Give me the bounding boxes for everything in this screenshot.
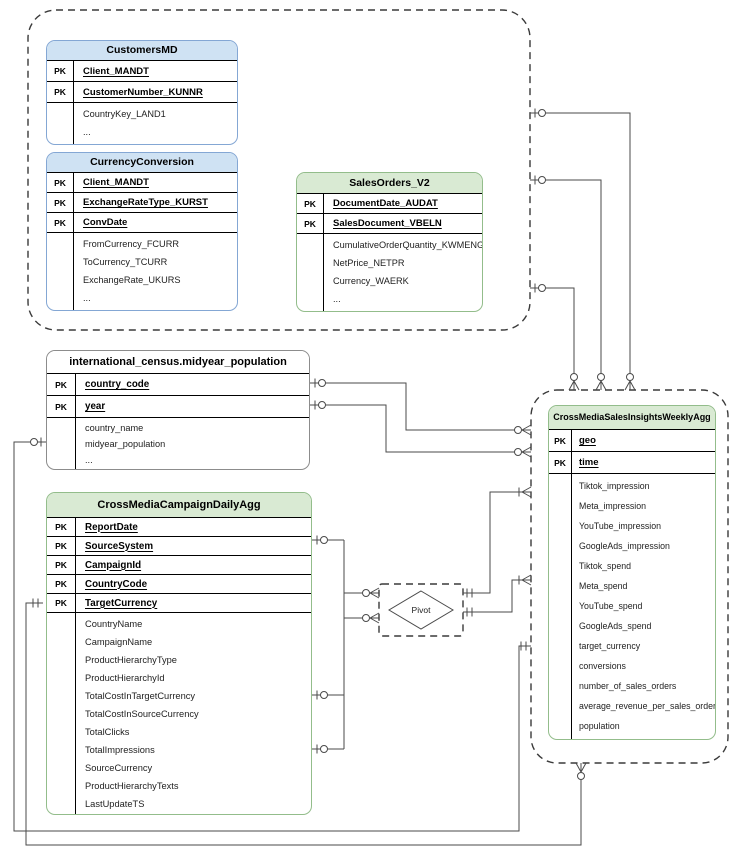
rel-salesorders-weeklyagg <box>530 283 580 391</box>
rel-dailyagg-weeklyagg-loop <box>25 598 587 846</box>
rel-dailyagg-bus-totalcost <box>312 690 344 700</box>
rel-dailyagg-bus-sourcesystem <box>312 535 344 545</box>
rel-bus-pivot-1 <box>344 587 380 599</box>
rel-pivot-weeklyagg-2 <box>463 574 532 617</box>
rel-dailyagg-bus-impressions <box>312 744 344 754</box>
weekly-agg-group-container <box>530 389 729 764</box>
rel-census-weeklyagg-time <box>310 400 532 458</box>
rel-currencyconversion-weeklyagg <box>530 175 607 391</box>
rel-bus-pivot-2 <box>344 612 380 624</box>
rel-census-weeklyagg-geo <box>310 378 532 436</box>
pivot-operator-label: Pivot <box>411 605 431 615</box>
rel-pivot-weeklyagg-1 <box>463 486 532 598</box>
pivot-group-container <box>378 583 464 637</box>
pivot-diamond-shape <box>388 590 454 630</box>
rel-census-weeklyagg-population <box>13 437 531 832</box>
source-tables-group-container <box>27 9 531 331</box>
rel-customersmd-weeklyagg <box>530 108 636 391</box>
